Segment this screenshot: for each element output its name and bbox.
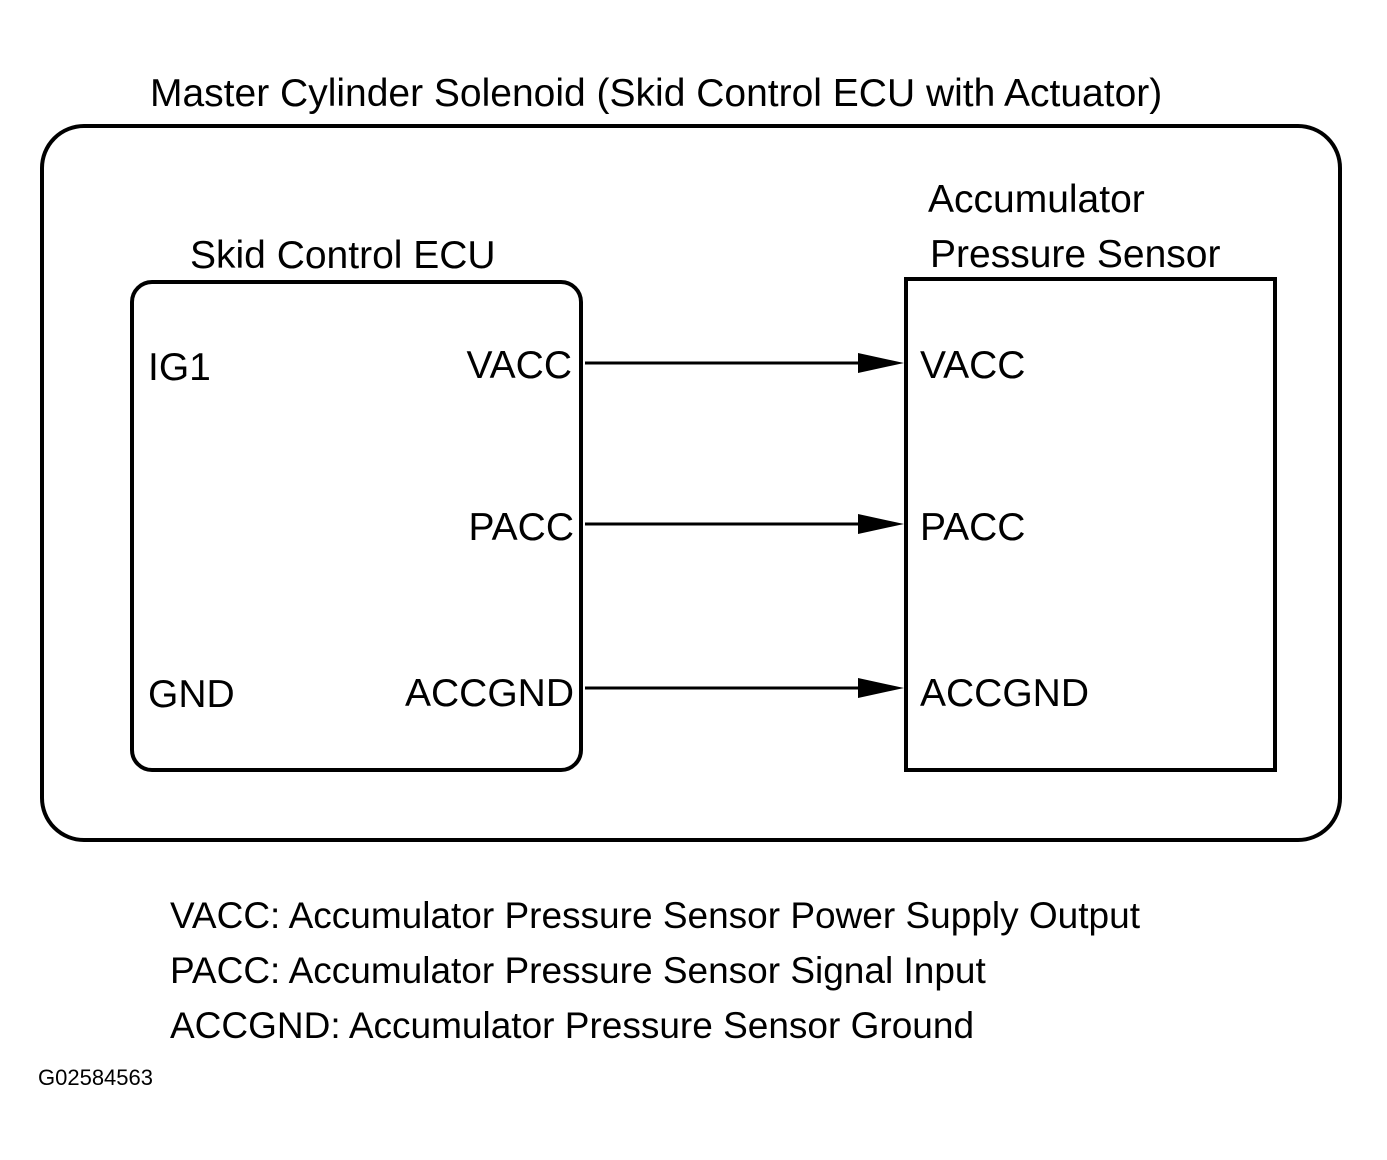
ecu-pin-vacc: VACC xyxy=(466,344,572,387)
ecu-pin-accgnd: ACCGND xyxy=(404,672,574,715)
figure-code: G02584563 xyxy=(38,1065,153,1090)
sensor-pin-pacc: PACC xyxy=(920,506,1026,549)
outer-title: Master Cylinder Solenoid (Skid Control E… xyxy=(150,72,1163,115)
sensor-pin-vacc: VACC xyxy=(920,344,1026,387)
sensor-title-line2: Pressure Sensor xyxy=(930,233,1221,276)
ecu-pin-ig1: IG1 xyxy=(148,346,211,389)
ecu-title: Skid Control ECU xyxy=(190,234,496,277)
ecu-box xyxy=(130,280,583,772)
master-cylinder-solenoid-box xyxy=(40,124,1342,842)
legend-vacc: VACC: Accumulator Pressure Sensor Power … xyxy=(170,895,1140,936)
wire-pacc xyxy=(585,514,904,534)
ecu-pin-gnd: GND xyxy=(148,673,235,716)
sensor-pin-accgnd: ACCGND xyxy=(920,672,1090,715)
ecu-pin-pacc: PACC xyxy=(468,506,574,549)
wire-accgnd xyxy=(585,678,904,698)
sensor-title-line1: Accumulator xyxy=(928,178,1145,221)
wire-vacc xyxy=(585,353,904,373)
sensor-box xyxy=(904,277,1277,772)
legend-pacc: PACC: Accumulator Pressure Sensor Signal… xyxy=(170,950,986,991)
legend-accgnd: ACCGND: Accumulator Pressure Sensor Grou… xyxy=(170,1005,975,1046)
